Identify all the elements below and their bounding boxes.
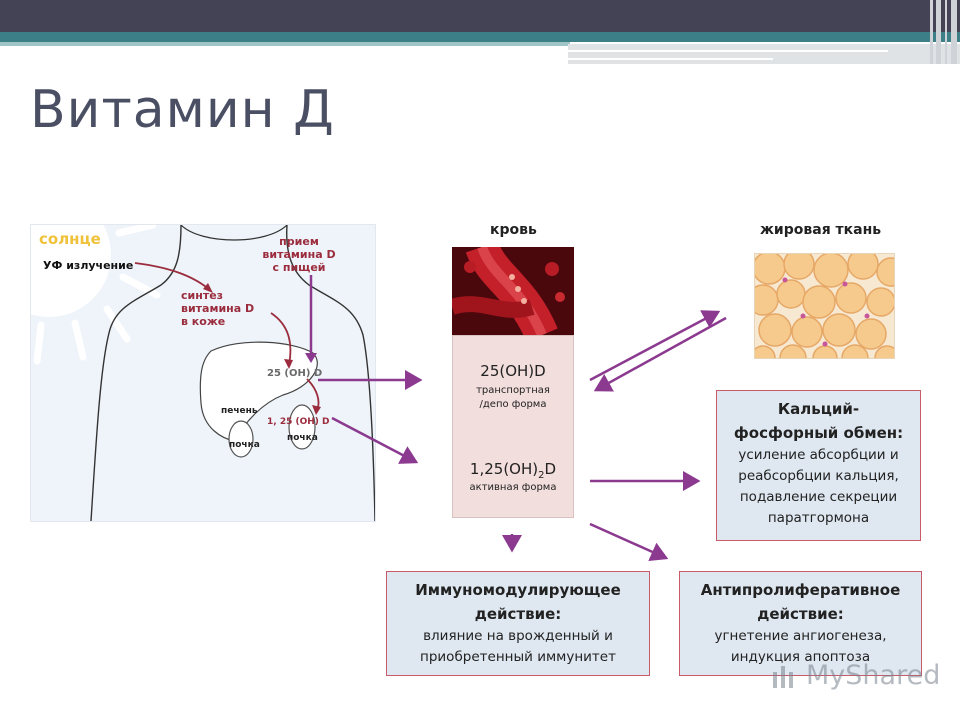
form-25-label: 25 (OH) D xyxy=(267,368,323,379)
body-drawing xyxy=(31,225,375,521)
blood-forms-panel: 25(OH)D транспортная /депо форма 1,25(OH… xyxy=(452,335,574,518)
intake-label: прием витамина D с пищей xyxy=(262,235,336,274)
box-text: реабсорбции кальция, xyxy=(738,468,899,484)
fat-cells-icon xyxy=(755,254,894,358)
kidney-label: почка xyxy=(287,433,318,443)
form-25-title: 25(OH)D xyxy=(480,362,546,380)
sun-rays-icon xyxy=(33,225,161,365)
kidney-icon xyxy=(228,420,254,458)
box-title: Иммуномодулирующее xyxy=(415,581,621,599)
box-text: усиление абсорбции и xyxy=(738,447,899,463)
box-title: Кальций- xyxy=(777,400,860,418)
slide-title: Витамин Д xyxy=(30,80,335,140)
blood-column-header: кровь xyxy=(490,222,537,238)
arrow-fat-to-blood-icon xyxy=(593,316,727,392)
header-grey-stripe xyxy=(568,44,960,64)
fat-tissue-image xyxy=(754,253,895,359)
fat-column-header: жировая ткань xyxy=(760,222,882,238)
box-title: действие: xyxy=(474,605,562,623)
watermark: MyShared xyxy=(806,660,941,691)
kidney-label: почка xyxy=(229,440,260,450)
synthesis-arrow-icon xyxy=(270,312,292,366)
header-light-stripe xyxy=(0,42,570,46)
header-line xyxy=(568,58,773,60)
header-teal-stripe xyxy=(0,32,960,42)
kidney-icon xyxy=(288,404,316,450)
box-text: влияние на врожденный и xyxy=(423,628,613,644)
watermark-logo-icon xyxy=(773,666,793,688)
arrow-blood-to-fat-icon xyxy=(589,310,721,382)
uv-label: УФ излучение xyxy=(43,259,134,272)
immunomodulating-box: Иммуномодулирующее действие: влияние на … xyxy=(386,571,650,676)
header-line xyxy=(568,50,888,52)
arrow-to-antiprolif-icon xyxy=(589,522,669,562)
header-bar xyxy=(0,0,960,32)
liver-label: печень xyxy=(221,406,258,416)
box-title: действие: xyxy=(757,605,844,623)
sun-label: солнце xyxy=(39,230,101,248)
calcium-phosphorus-box: Кальций- фосфорный обмен: усиление абсор… xyxy=(716,390,921,541)
box-text: подавление секреции xyxy=(739,489,898,505)
blood-vessel-image xyxy=(452,247,574,335)
form-125-description: активная форма xyxy=(469,482,557,493)
antiproliferative-box: Антипролиферативное действие: угнетение … xyxy=(679,571,922,676)
form-25-description: транспортная /депо форма xyxy=(476,385,550,410)
blood-vessel-icon xyxy=(452,247,574,335)
box-text: паратгормона xyxy=(767,510,870,526)
box-text: индукция апоптоза xyxy=(730,649,871,665)
form-125-label: 1, 25 (OH) D xyxy=(267,417,330,427)
box-title: Антипролиферативное xyxy=(700,581,901,599)
body-outline-left xyxy=(90,225,182,521)
box-title: фосфорный обмен: xyxy=(733,424,904,442)
form-125-title: 1,25(OH)2D xyxy=(469,460,557,481)
synthesis-label: синтез витамина D в коже xyxy=(181,289,255,328)
header-right-bars xyxy=(924,0,960,64)
box-text: угнетение ангиогенеза, xyxy=(714,628,887,644)
box-text: приобретенный иммунитет xyxy=(420,649,616,665)
body-illustration: солнце УФ излучение прием витамина D с п… xyxy=(30,224,376,522)
sun-icon xyxy=(31,225,111,317)
